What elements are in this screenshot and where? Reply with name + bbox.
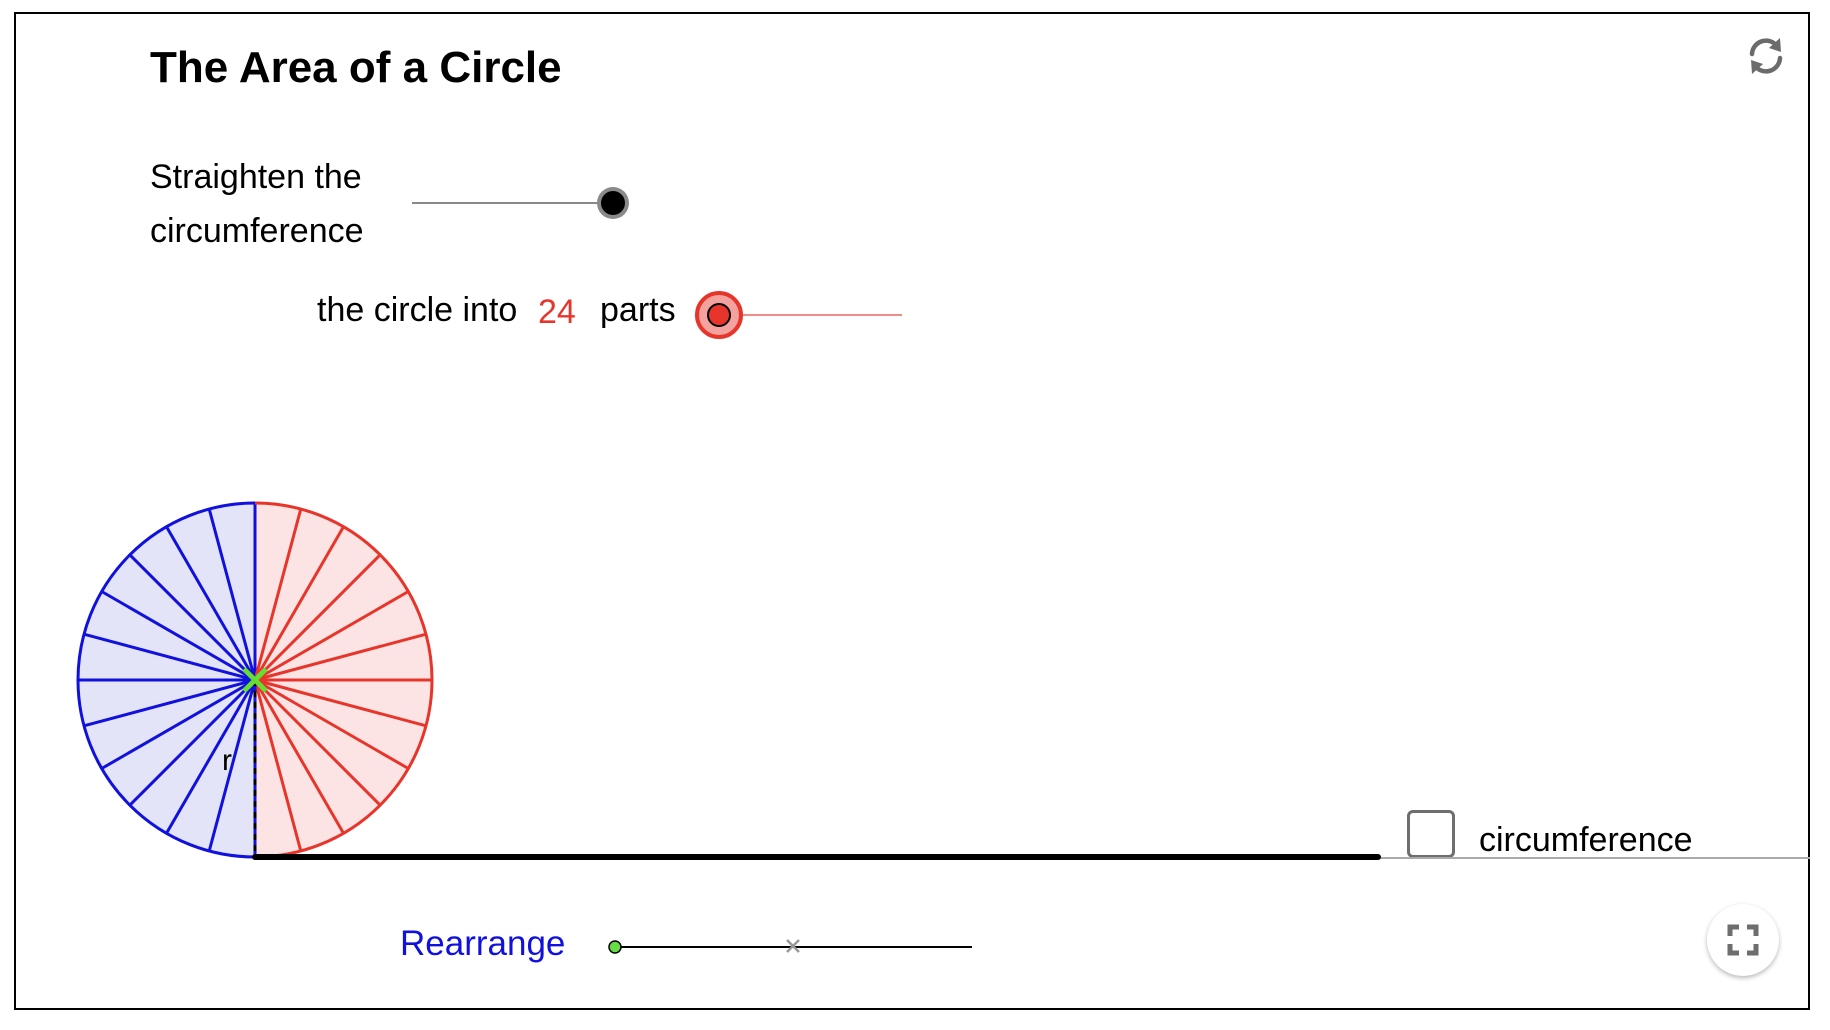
sector-spoke: [253, 525, 345, 681]
sector-spoke: [83, 632, 256, 682]
sector-spoke: [100, 678, 256, 770]
sector-spoke: [254, 678, 427, 728]
sector-spoke: [253, 679, 303, 852]
sector-spoke: [254, 632, 427, 682]
right-arc: [254, 501, 434, 859]
sector-spoke: [253, 679, 345, 835]
sector-spoke: [207, 679, 257, 852]
sector-spoke: [254, 678, 410, 770]
sector-spoke: [83, 678, 256, 728]
circumference-checkbox-label[interactable]: circumference: [1479, 821, 1693, 859]
fullscreen-button[interactable]: [1707, 904, 1779, 976]
rearrange-target-marker: [786, 939, 800, 953]
parts-count-value: 24: [538, 293, 576, 331]
reset-button[interactable]: [1742, 32, 1790, 80]
sector-spoke: [254, 590, 410, 682]
sector-spoke: [253, 553, 382, 682]
left-arc: [76, 501, 256, 859]
fullscreen-icon: [1727, 924, 1759, 956]
divided-circle: r: [76, 501, 434, 859]
divide-label-prefix: the circle into: [317, 291, 518, 329]
rearrange-label: Rearrange: [400, 924, 566, 963]
radius-label: r: [222, 744, 232, 777]
sector-spoke: [128, 678, 257, 807]
divide-label-suffix: parts: [600, 291, 676, 329]
center-point-marker[interactable]: [242, 667, 268, 693]
divide-slider-knob[interactable]: [707, 303, 731, 327]
sector-spoke: [100, 590, 256, 682]
page-title: The Area of a Circle: [150, 43, 562, 92]
straighten-slider[interactable]: [412, 187, 629, 219]
reset-arrows-icon: [1749, 38, 1783, 74]
straighten-slider-knob[interactable]: [601, 191, 625, 215]
circumference-checkbox[interactable]: [1407, 810, 1455, 858]
sector-spoke: [128, 553, 257, 682]
sector-spoke: [207, 508, 257, 681]
straighten-label-line1: Straighten the: [150, 158, 362, 196]
sector-spoke: [253, 508, 303, 681]
sector-spoke: [165, 679, 257, 835]
sector-spoke: [253, 678, 382, 807]
divide-slider[interactable]: [695, 291, 902, 339]
straighten-label-line2: circumference: [150, 212, 364, 250]
sector-spoke: [165, 525, 257, 681]
rearrange-slider[interactable]: [608, 939, 972, 954]
rearrange-slider-point[interactable]: [608, 940, 622, 954]
